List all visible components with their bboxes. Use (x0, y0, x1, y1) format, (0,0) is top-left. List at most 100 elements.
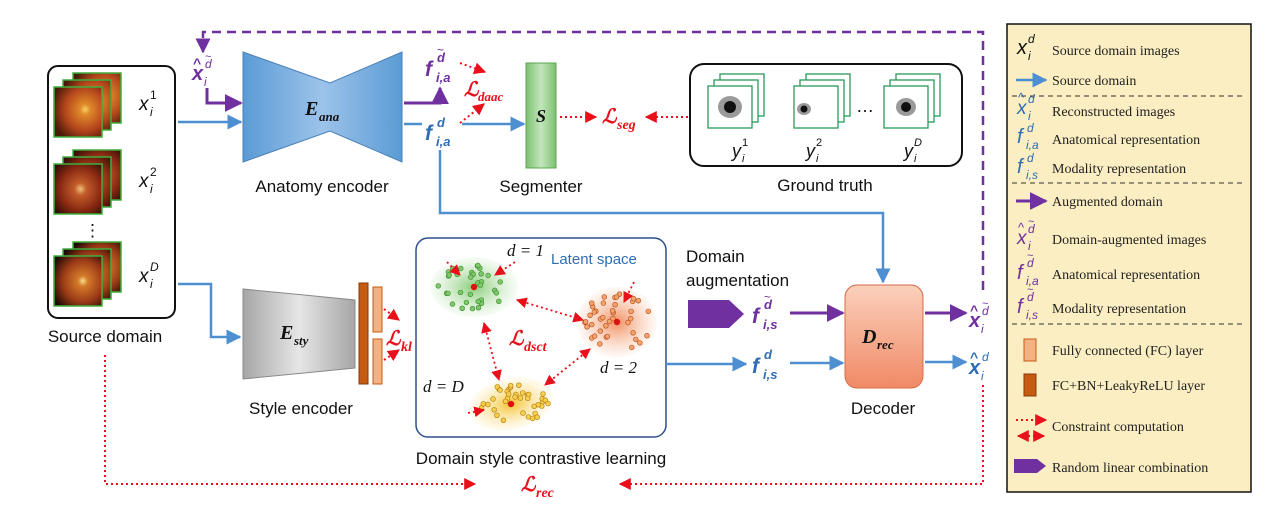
svg-text:d: d (1028, 92, 1035, 106)
decoder-symbol: D rec (861, 326, 894, 352)
decoder (844, 284, 924, 389)
latent-point (601, 294, 607, 300)
anatomy-encoder (242, 51, 403, 163)
cluster-2-points (582, 291, 651, 351)
latent-point (512, 394, 518, 400)
svg-text:d: d (982, 304, 989, 318)
legend-text-8: Modality representation (1052, 302, 1186, 317)
svg-text:f: f (1017, 296, 1025, 318)
latent-point (478, 271, 484, 277)
latent-point (496, 298, 502, 304)
svg-text:f: f (1017, 156, 1025, 178)
latent-point (457, 289, 464, 296)
style-encoder-label: Style encoder (249, 399, 353, 418)
svg-text:d: d (764, 297, 773, 312)
decoder-label: Decoder (851, 399, 916, 418)
svg-text:~: ~ (982, 298, 988, 310)
latent-point (531, 403, 537, 409)
legend-icon-sym-xhat-aug: x^id~ (1016, 216, 1035, 253)
svg-text:i: i (914, 153, 917, 165)
legend-text-0: Source domain images (1052, 44, 1180, 59)
latent-point (637, 340, 643, 346)
latent-point (469, 305, 476, 312)
cluster-label-D: d = D (423, 377, 464, 396)
latent-point (463, 299, 470, 306)
svg-text:d: d (437, 115, 446, 130)
svg-text:d: d (1028, 32, 1035, 46)
latent-point (604, 333, 611, 340)
legend-icon-pentagon-purple (1014, 459, 1046, 473)
legend-text-6: Domain-augmented images (1052, 233, 1206, 248)
legend-text-3: Anatomical representation (1052, 133, 1200, 148)
svg-text:daac: daac (478, 89, 504, 104)
source-dots: ⋮ (84, 221, 101, 240)
svg-text:x: x (1016, 98, 1028, 119)
f-aug-style: f i,s d ~ (752, 290, 777, 332)
anatomy-encoder-symbol: E ana (304, 98, 340, 124)
gt-stack-2 (793, 73, 851, 129)
latent-point (485, 272, 491, 279)
latent-point (475, 298, 481, 305)
svg-text:~: ~ (437, 43, 444, 57)
latent-point (519, 390, 526, 396)
x-hat-aug-output: x ^ i d ~ (968, 298, 989, 336)
svg-text:i,s: i,s (763, 367, 777, 382)
latent-point (490, 396, 496, 402)
latent-point (633, 336, 639, 343)
svg-text:^: ^ (1018, 220, 1025, 235)
fc-layer-mu (372, 286, 383, 333)
svg-text:ℒ: ℒ (464, 79, 480, 101)
latent-point (491, 407, 497, 413)
svg-text:i: i (816, 153, 819, 165)
legend-icon-sym-xhat: x^id (1016, 90, 1035, 123)
svg-text:i: i (742, 153, 745, 165)
svg-text:D: D (914, 137, 922, 149)
svg-text:i: i (150, 105, 153, 119)
latent-point (525, 395, 531, 402)
latent-centroid (613, 318, 621, 326)
svg-text:~: ~ (205, 51, 211, 63)
aug-anat-arrow (404, 86, 449, 105)
loss-daac: ℒ daac (464, 79, 504, 104)
svg-text:ℒ: ℒ (521, 474, 537, 496)
svg-text:d: d (1027, 151, 1034, 165)
loss-dsct: ℒ dsct (509, 328, 548, 355)
svg-text:^: ^ (1018, 90, 1025, 105)
svg-text:ana: ana (319, 109, 340, 124)
latent-point (502, 398, 509, 404)
latent-point (500, 417, 507, 423)
latent-point (497, 279, 503, 285)
latent-point (459, 305, 465, 311)
svg-text:x: x (138, 171, 150, 192)
latent-point (545, 400, 551, 407)
fc-layer-sigma (372, 338, 383, 385)
svg-text:2: 2 (816, 137, 822, 149)
svg-text:x: x (138, 94, 150, 115)
latent-point (475, 305, 482, 311)
latent-point (497, 387, 503, 393)
legend-text-11: Constraint computation (1052, 420, 1184, 435)
gt-stack-3 (883, 73, 941, 129)
latent-point (635, 298, 641, 304)
augmented-feedback-loop (195, 30, 985, 290)
loss-seg: ℒ seg (602, 106, 636, 133)
fcbn-layer (358, 282, 369, 385)
source-domain-label: Source domain (48, 327, 162, 346)
latent-point (600, 300, 607, 306)
daac-arrow-top (459, 62, 487, 74)
svg-text:seg: seg (616, 118, 636, 133)
fundus-stack-2 (53, 149, 122, 215)
latent-space-title: Latent space (551, 251, 637, 268)
latent-point (588, 300, 595, 306)
svg-text:i: i (1028, 239, 1031, 253)
fundus-stack-1 (53, 72, 122, 138)
latent-point (449, 301, 456, 307)
latent-point (625, 319, 631, 326)
latent-point (534, 414, 540, 420)
